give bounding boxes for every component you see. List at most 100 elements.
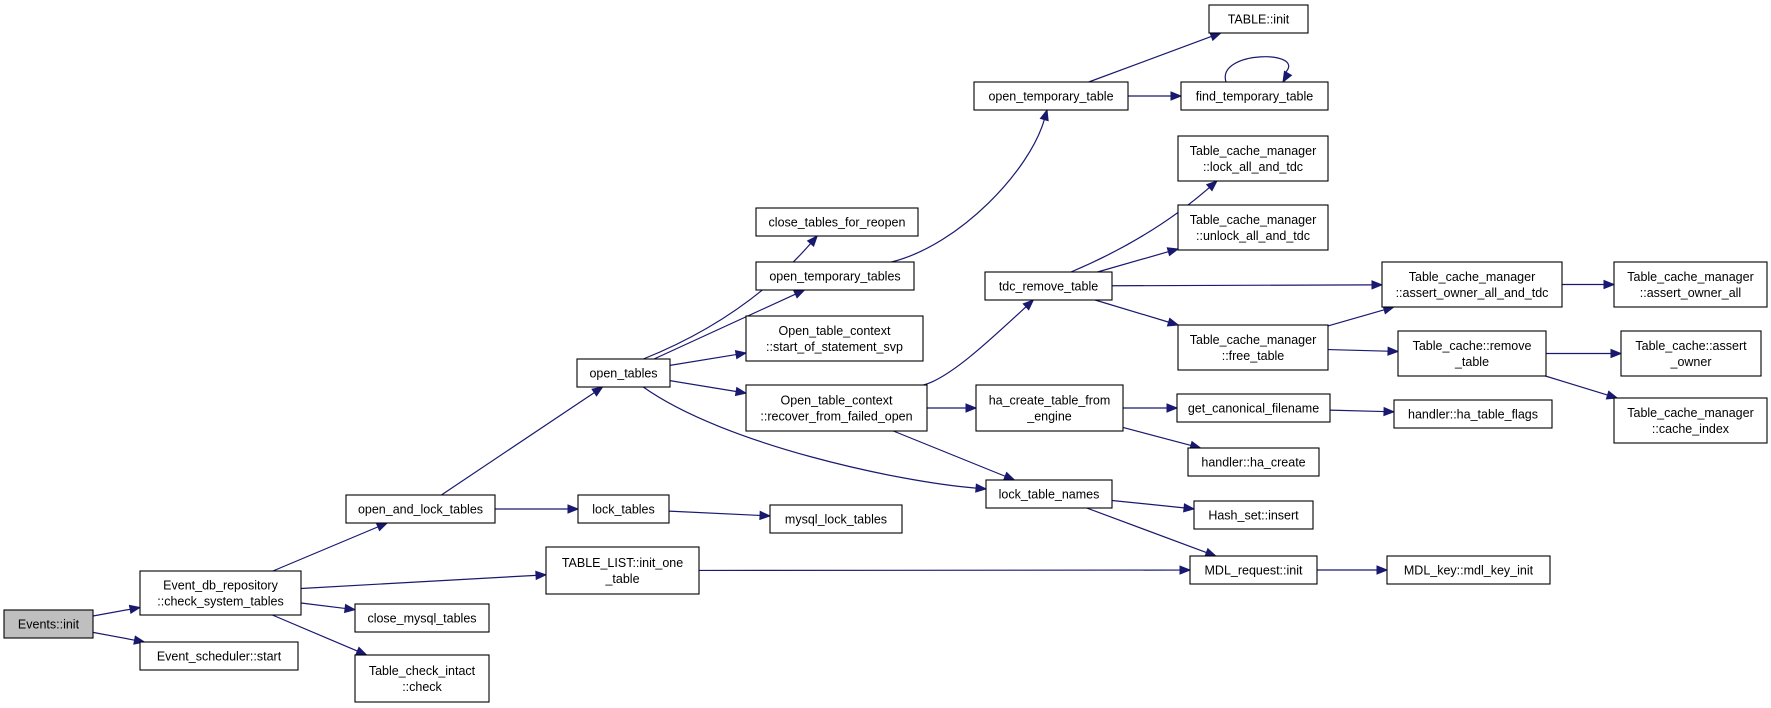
node-label: ::assert_owner_all_and_tdc bbox=[1396, 286, 1549, 300]
node-open-tables[interactable]: open_tables bbox=[576, 358, 671, 388]
node-label: Table_cache_manager bbox=[1190, 333, 1316, 347]
node-label: open_tables bbox=[589, 367, 657, 381]
call-edge bbox=[669, 349, 748, 366]
node-label: MDL_request::init bbox=[1205, 564, 1303, 578]
node-ha-create-engine[interactable]: ha_create_table_from _engine bbox=[975, 384, 1124, 432]
node-ha-flags[interactable]: handler::ha_table_flags bbox=[1393, 399, 1553, 429]
call-edge bbox=[927, 403, 978, 413]
call-edge bbox=[1070, 180, 1218, 273]
node-lock-table-names[interactable]: lock_table_names bbox=[985, 479, 1113, 509]
node-label: MDL_key::mdl_key_init bbox=[1404, 564, 1534, 578]
node-label: ::recover_from_failed_open bbox=[760, 410, 912, 424]
node-tdc-remove[interactable]: tdc_remove_table bbox=[984, 271, 1113, 301]
node-label: Table_cache_manager bbox=[1190, 144, 1316, 158]
node-open-temp-tables[interactable]: open_temporary_tables bbox=[755, 261, 915, 291]
node-label: lock_tables bbox=[592, 503, 655, 517]
call-edge bbox=[272, 522, 389, 572]
call-nodes: Events::init Event_db_repository::check_s… bbox=[3, 4, 1768, 703]
call-edge bbox=[300, 570, 548, 590]
node-event-db[interactable]: Event_db_repository::check_system_tables bbox=[139, 570, 302, 616]
call-edge-self-loop bbox=[1224, 56, 1293, 84]
node-label: lock_table_names bbox=[999, 488, 1100, 502]
call-edge bbox=[1088, 32, 1223, 83]
node-get-canon[interactable]: get_canonical_filename bbox=[1176, 393, 1331, 423]
node-mdl-key-init[interactable]: MDL_key::mdl_key_init bbox=[1386, 555, 1551, 585]
node-label: Table_cache_manager bbox=[1409, 270, 1535, 284]
node-label: ha_create_table_from bbox=[989, 394, 1111, 408]
node-label: Open_table_context bbox=[779, 324, 891, 338]
node-tci-check[interactable]: Table_check_intact::check bbox=[354, 654, 490, 703]
call-edge bbox=[1546, 348, 1623, 359]
node-label: find_temporary_table bbox=[1196, 90, 1313, 104]
call-edge bbox=[441, 386, 604, 496]
node-tcm-lock-all[interactable]: Table_cache_manager::lock_all_and_tdc bbox=[1177, 135, 1329, 182]
node-label: Table_cache::assert bbox=[1635, 339, 1747, 353]
node-tcm-unlock-all[interactable]: Table_cache_manager::unlock_all_and_tdc bbox=[1177, 204, 1329, 251]
node-tcm-assert-all-tdc[interactable]: Table_cache_manager::assert_owner_all_an… bbox=[1381, 261, 1563, 308]
call-edge bbox=[669, 380, 748, 397]
call-edge bbox=[1097, 247, 1180, 273]
node-label: get_canonical_filename bbox=[1188, 402, 1319, 416]
node-otc-start[interactable]: Open_table_context::start_of_statement_s… bbox=[745, 315, 924, 362]
node-otc-recover[interactable]: Open_table_context::recover_from_failed_… bbox=[745, 384, 928, 432]
call-edge bbox=[1327, 305, 1396, 327]
node-label: ::assert_owner_all bbox=[1640, 286, 1741, 300]
node-close-reopen[interactable]: close_tables_for_reopen bbox=[755, 207, 919, 237]
node-tc-assert[interactable]: Table_cache::assert_owner bbox=[1620, 330, 1762, 377]
node-label: handler::ha_table_flags bbox=[1408, 408, 1538, 422]
node-close-mysql[interactable]: close_mysql_tables bbox=[354, 603, 490, 633]
node-label: Table_check_intact bbox=[369, 664, 476, 678]
node-label: _table bbox=[1454, 355, 1489, 369]
call-edge bbox=[893, 430, 1016, 481]
node-label: close_tables_for_reopen bbox=[769, 216, 906, 230]
call-edge bbox=[642, 386, 988, 493]
node-tcm-assert-all[interactable]: Table_cache_manager::assert_owner_all bbox=[1613, 261, 1768, 308]
node-label: Event_scheduler::start bbox=[157, 650, 282, 664]
node-label: Hash_set::insert bbox=[1208, 509, 1299, 523]
call-edge bbox=[1111, 280, 1384, 290]
call-edge bbox=[891, 108, 1049, 263]
node-label: Event_db_repository bbox=[163, 579, 278, 593]
node-hash-insert[interactable]: Hash_set::insert bbox=[1193, 500, 1314, 530]
call-edge bbox=[1317, 565, 1389, 575]
call-edge bbox=[495, 504, 580, 514]
node-mysql-lock[interactable]: mysql_lock_tables bbox=[769, 504, 903, 534]
node-label: close_mysql_tables bbox=[367, 612, 476, 626]
call-edge bbox=[1094, 299, 1180, 327]
call-edge bbox=[923, 299, 1035, 386]
node-label: Table_cache_manager bbox=[1627, 406, 1753, 420]
node-tc-remove[interactable]: Table_cache::remove_table bbox=[1397, 330, 1547, 377]
node-tcm-cache-index[interactable]: Table_cache_manager::cache_index bbox=[1613, 397, 1768, 444]
node-tcm-free[interactable]: Table_cache_manager::free_table bbox=[1177, 324, 1329, 371]
node-label: mysql_lock_tables bbox=[785, 513, 887, 527]
node-table-init[interactable]: TABLE::init bbox=[1208, 4, 1309, 34]
node-label: ::free_table bbox=[1222, 349, 1285, 363]
node-events-init[interactable]: Events::init bbox=[3, 609, 94, 639]
node-label: ::check_system_tables bbox=[157, 595, 283, 609]
node-mdl-req-init[interactable]: MDL_request::init bbox=[1189, 555, 1318, 585]
node-ha-create[interactable]: handler::ha_create bbox=[1187, 447, 1320, 477]
call-edge bbox=[1329, 406, 1396, 417]
call-edge bbox=[1128, 91, 1183, 101]
node-label: _engine bbox=[1026, 410, 1072, 424]
call-edge bbox=[1545, 375, 1619, 400]
node-label: Open_table_context bbox=[781, 394, 893, 408]
node-lock-tables[interactable]: lock_tables bbox=[577, 494, 670, 524]
call-edge bbox=[1111, 499, 1196, 513]
node-sched-start[interactable]: Event_scheduler::start bbox=[139, 641, 299, 671]
node-label: TABLE_LIST::init_one bbox=[562, 556, 683, 570]
call-edge bbox=[92, 604, 142, 617]
node-find-temp[interactable]: find_temporary_table bbox=[1180, 81, 1329, 111]
node-label: ::unlock_all_and_tdc bbox=[1196, 229, 1310, 243]
node-label: Table_cache::remove bbox=[1413, 339, 1532, 353]
call-edge bbox=[1122, 426, 1202, 450]
node-label: Table_cache_manager bbox=[1627, 270, 1753, 284]
node-label: open_temporary_tables bbox=[769, 270, 900, 284]
node-open-temp-table[interactable]: open_temporary_table bbox=[973, 81, 1129, 111]
node-tl-init-one[interactable]: TABLE_LIST::init_one_table bbox=[545, 546, 700, 595]
node-label: ::check bbox=[402, 680, 442, 694]
node-open-and-lock[interactable]: open_and_lock_tables bbox=[345, 494, 496, 524]
call-edge bbox=[698, 565, 1192, 575]
node-label: TABLE::init bbox=[1228, 13, 1290, 27]
